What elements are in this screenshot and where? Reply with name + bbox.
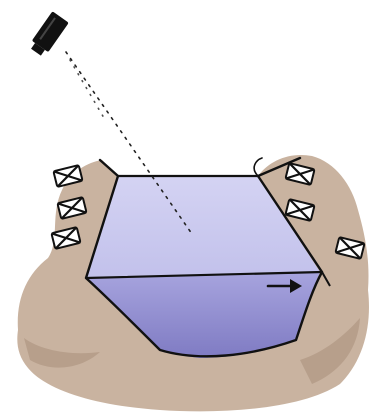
projector-icon	[28, 11, 69, 58]
